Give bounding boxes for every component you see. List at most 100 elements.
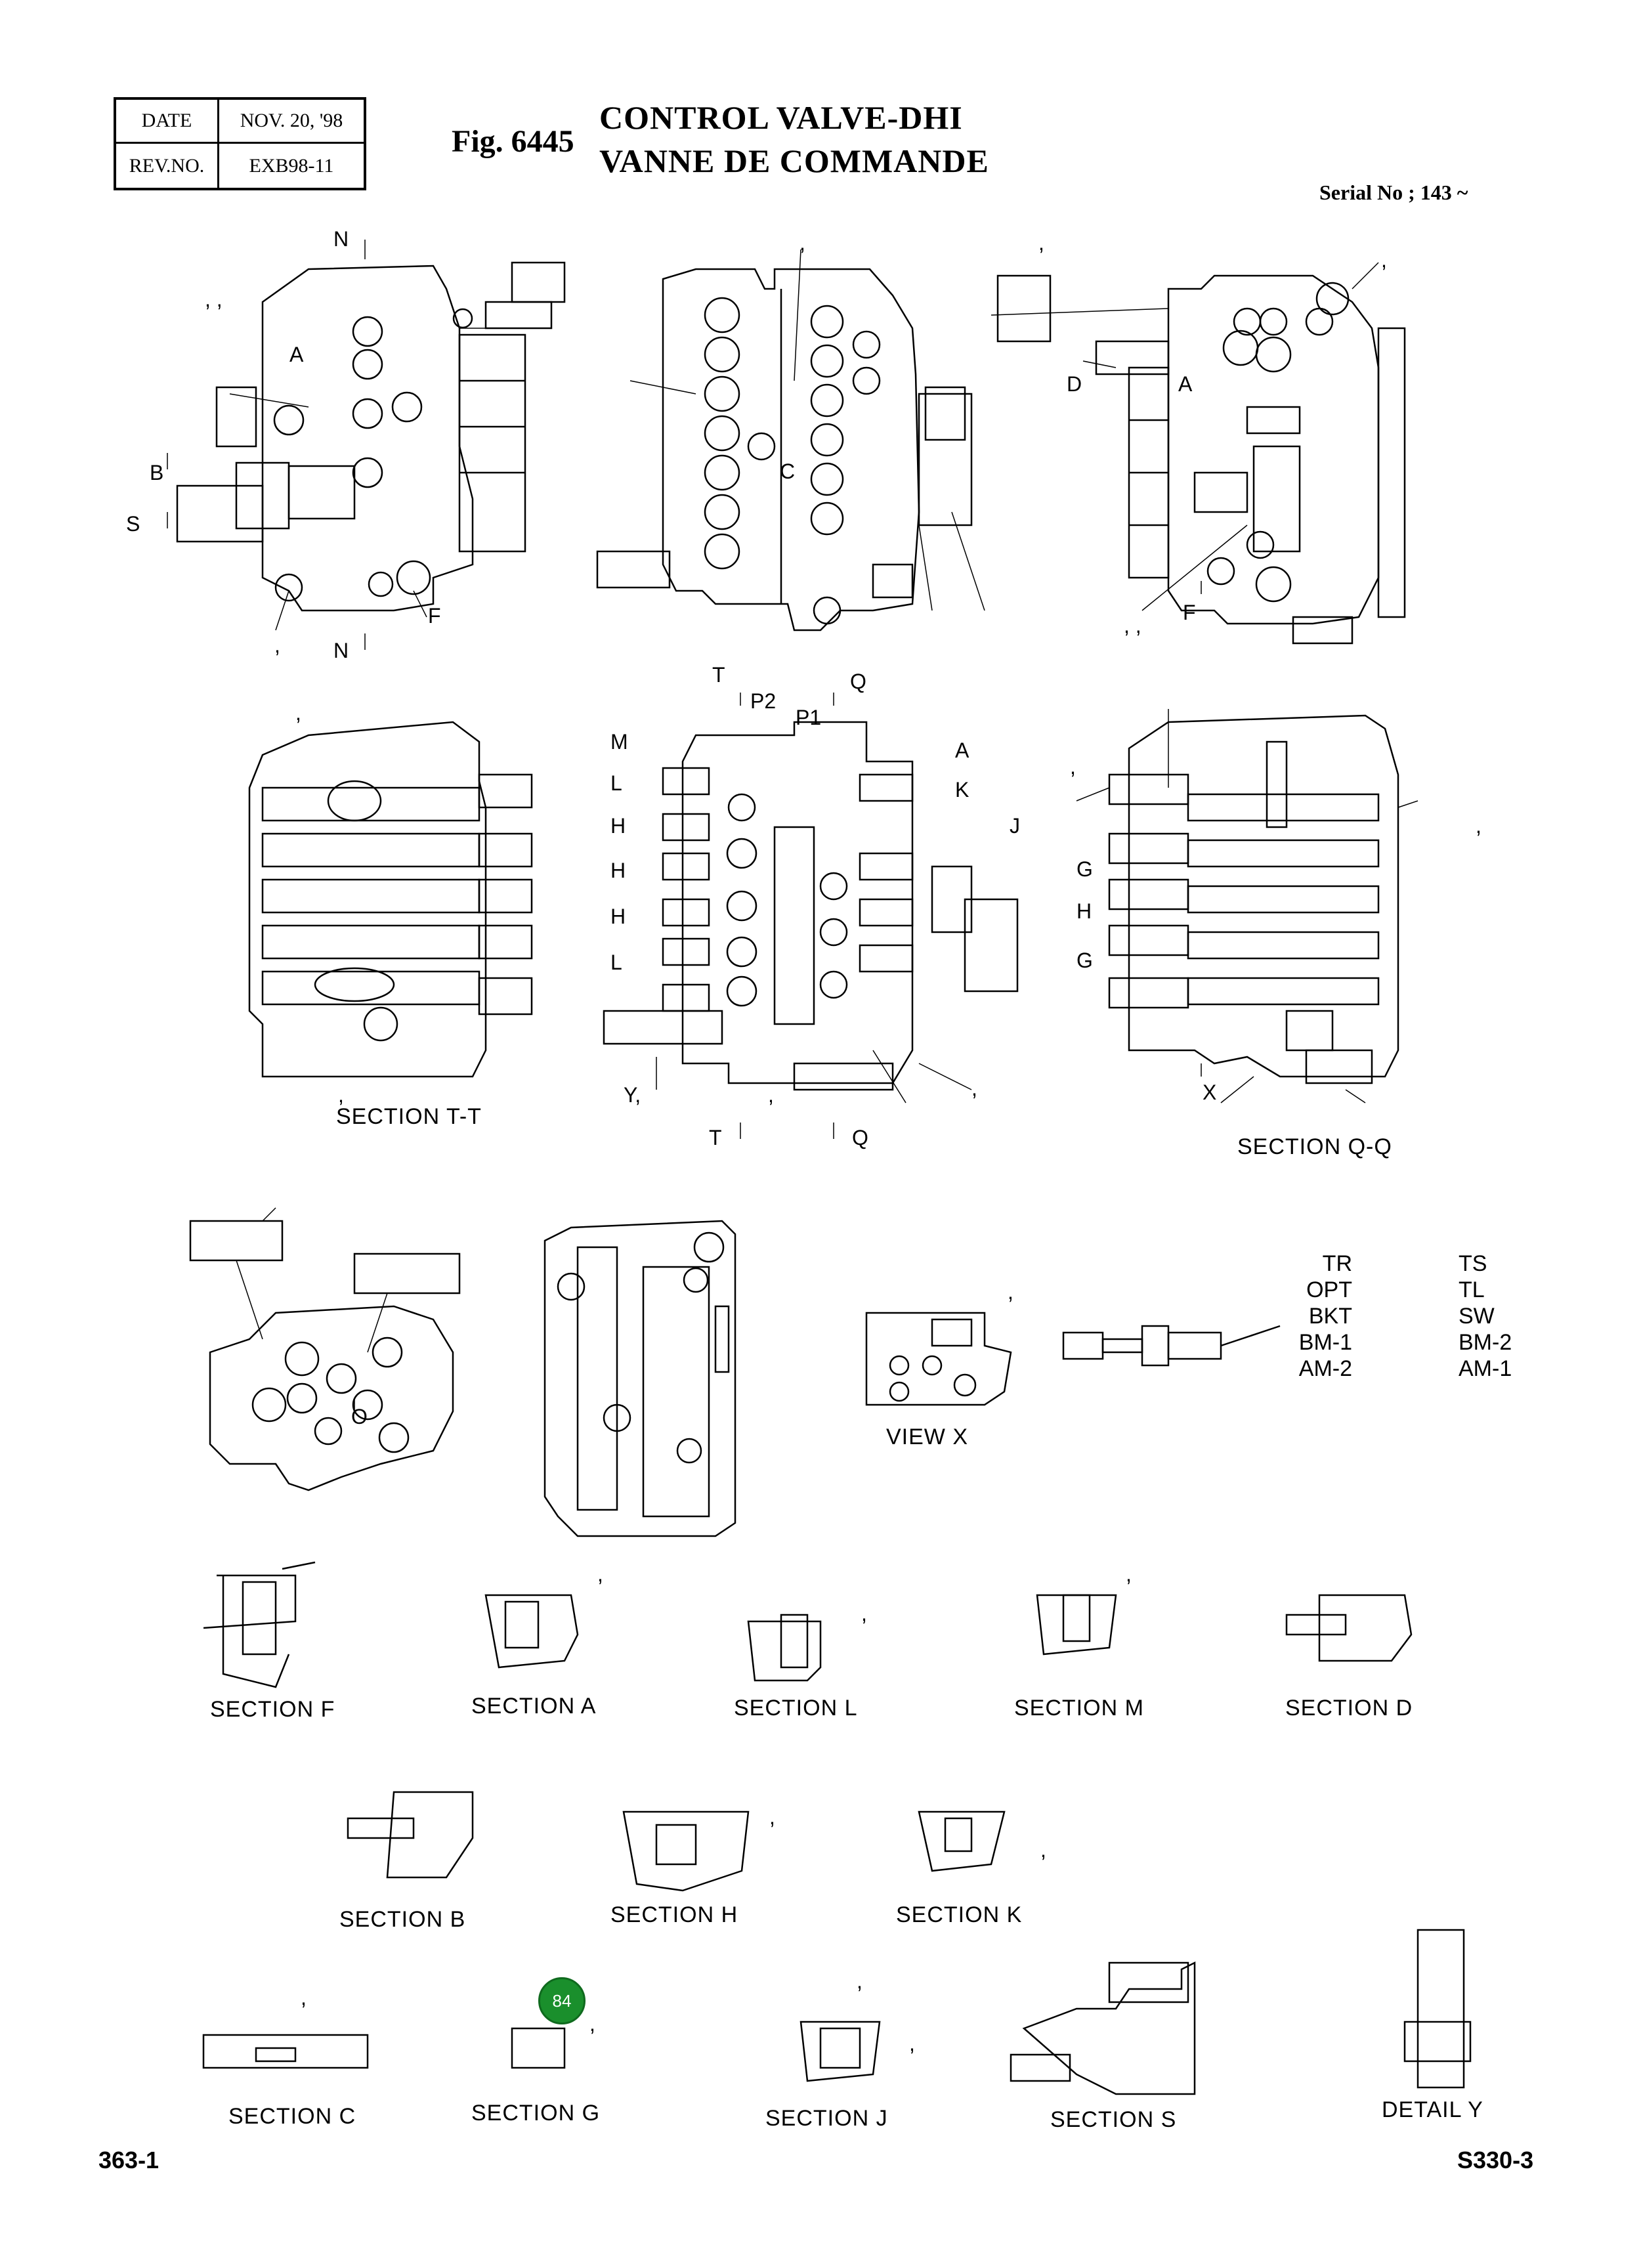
label-o: O <box>351 1405 368 1428</box>
label-comma-s7: , <box>589 2012 595 2036</box>
label-l-2: L <box>610 951 622 974</box>
title-french: VANNE DE COMMANDE <box>599 142 989 179</box>
caption-section-k: SECTION K <box>896 1902 1023 1927</box>
label-comma-tm: , <box>799 231 805 255</box>
label-h-2: H <box>610 859 626 882</box>
label-comma-s8: , <box>857 1969 863 1993</box>
part-callout-badge[interactable]: 84 <box>538 1977 586 2024</box>
label-a-left: A <box>289 343 304 366</box>
figure-number: Fig. 6445 <box>452 124 574 159</box>
label-h-1: H <box>610 814 626 838</box>
footer-page-right: S330-3 <box>1457 2147 1534 2173</box>
revision-table: DATE NOV. 20, '98 REV.NO. EXB98-11 <box>114 97 366 190</box>
label-q-bottom: Q <box>852 1126 868 1149</box>
label-h-3: H <box>610 905 626 928</box>
legend-item: TR <box>1322 1251 1352 1276</box>
label-comma-tr2: , <box>1381 248 1387 272</box>
legend-left: TR OPT BKT BM-1 AM-2 <box>1293 1251 1352 1382</box>
label-n-bottom: N <box>333 639 349 662</box>
label-commas-br: , , <box>1124 614 1141 637</box>
serial-number: Serial No ; 143 ~ <box>1319 181 1468 204</box>
label-n-top: N <box>333 227 349 251</box>
caption-section-f: SECTION F <box>210 1697 335 1722</box>
caption-section-c: SECTION C <box>228 2104 356 2129</box>
label-c-top: C <box>780 460 796 483</box>
caption-section-d: SECTION D <box>1285 1696 1413 1721</box>
legend-item: OPT <box>1306 1277 1352 1302</box>
caption-section-h: SECTION H <box>610 1902 738 1927</box>
legend-right: TS TL SW BM-2 AM-1 <box>1459 1251 1512 1382</box>
top-middle-view <box>597 269 971 630</box>
caption-detail-y: DETAIL Y <box>1382 2097 1483 2122</box>
label-a-right: A <box>1178 372 1193 396</box>
label-comma-s1: , <box>597 1562 603 1586</box>
label-f-right: F <box>1183 601 1196 624</box>
caption-section-a: SECTION A <box>471 1694 597 1719</box>
label-comma-s9: , <box>909 2032 915 2055</box>
top-right-view <box>998 276 1405 643</box>
label-comma-bl: , <box>274 633 280 657</box>
label-comma-s5: , <box>1040 1838 1046 1862</box>
legend-item: BM-2 <box>1459 1330 1512 1355</box>
label-comma-mr2: , <box>1476 814 1481 838</box>
label-comma-s4: , <box>769 1805 775 1829</box>
label-comma-tr1: , <box>1038 231 1044 255</box>
title-english: CONTROL VALVE-DHI <box>599 99 963 136</box>
label-comma-mm2: , <box>971 1077 977 1100</box>
label-x: X <box>1203 1081 1217 1104</box>
legend-item: SW <box>1459 1304 1495 1329</box>
label-t-bottom: T <box>709 1126 722 1149</box>
date-label: DATE <box>141 110 192 131</box>
caption-section-tt: SECTION T-T <box>336 1104 482 1129</box>
label-comma-s6: , <box>301 1986 307 2009</box>
label-t-top: T <box>712 663 725 687</box>
caption-section-s: SECTION S <box>1050 2107 1177 2132</box>
small-sections <box>203 1562 1470 2094</box>
rev-value: EXB98-11 <box>249 154 334 177</box>
view-x-drawing <box>866 1313 1280 1405</box>
label-l-1: L <box>610 771 622 795</box>
caption-section-m: SECTION M <box>1014 1696 1144 1721</box>
footer-page-left: 363-1 <box>98 2147 160 2173</box>
legend-item: AM-1 <box>1459 1356 1512 1381</box>
section-tt-drawing <box>249 722 532 1077</box>
label-comma-mr1: , <box>1070 755 1076 779</box>
legend-item: TL <box>1459 1277 1485 1302</box>
label-d: D <box>1067 372 1082 396</box>
label-m: M <box>610 730 628 754</box>
rev-label: REV.NO. <box>129 154 205 177</box>
label-comma-s3: , <box>1126 1562 1132 1586</box>
caption-section-l: SECTION L <box>734 1696 858 1721</box>
label-q-top: Q <box>850 670 866 693</box>
section-o-drawing <box>190 1221 459 1490</box>
label-comma-ml1: , <box>295 701 301 725</box>
legend-item: AM-2 <box>1298 1356 1352 1381</box>
label-comma-vx: , <box>1008 1280 1013 1304</box>
caption-view-x: VIEW X <box>886 1424 969 1449</box>
label-j: J <box>1010 814 1020 838</box>
plate-drawing <box>545 1221 735 1536</box>
label-b: B <box>150 461 164 484</box>
label-g-1: G <box>1076 857 1093 881</box>
label-comma-s2: , <box>861 1602 867 1625</box>
label-a-mid: A <box>955 738 970 762</box>
label-y: Y, <box>624 1083 641 1107</box>
label-k: K <box>955 778 970 802</box>
top-left-view <box>177 263 565 610</box>
section-center-drawing <box>604 722 1017 1090</box>
label-comma-ml2: , <box>338 1083 344 1107</box>
label-p1: P1 <box>796 706 822 729</box>
label-comma-mm1: , <box>768 1083 774 1107</box>
date-value: NOV. 20, '98 <box>240 110 343 131</box>
legend-item: BM-1 <box>1298 1330 1352 1355</box>
label-commas: , , <box>205 288 223 311</box>
caption-section-qq: SECTION Q-Q <box>1237 1134 1392 1159</box>
label-h-right: H <box>1076 899 1092 923</box>
label-p2: P2 <box>750 689 777 713</box>
caption-section-g: SECTION G <box>471 2101 601 2126</box>
legend-item: TS <box>1459 1251 1487 1276</box>
label-s: S <box>126 512 140 536</box>
legend-item: BKT <box>1308 1304 1352 1329</box>
